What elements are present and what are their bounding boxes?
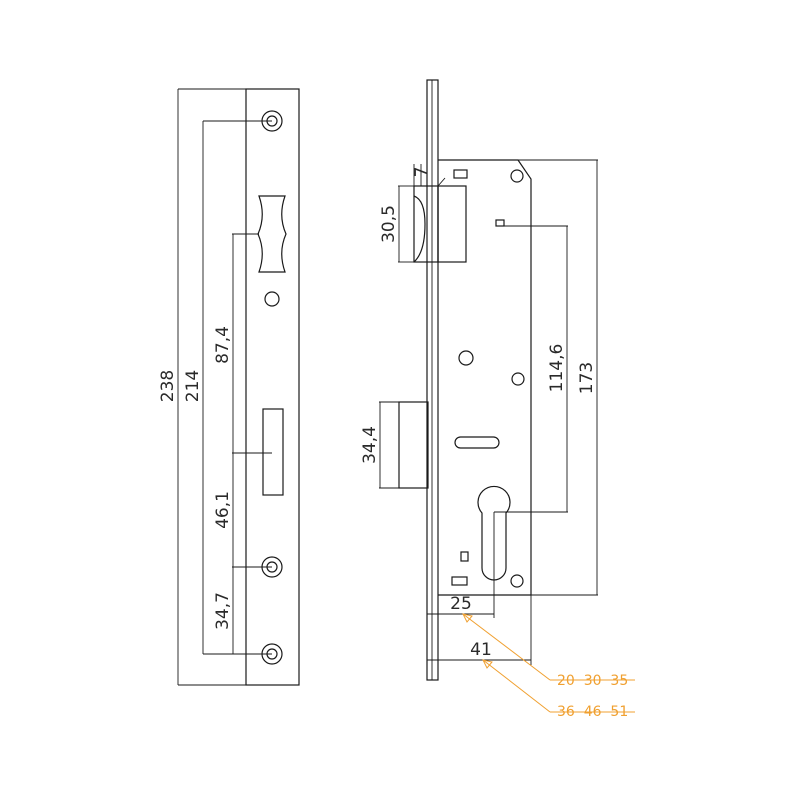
case-rivet-bottom <box>510 574 524 588</box>
dead-bolt <box>398 401 429 489</box>
faceplate-latch-opening <box>257 195 287 273</box>
leader-long-backset <box>482 659 551 713</box>
faceplate-small-hole <box>264 291 280 307</box>
dim-case-depth: 41 <box>470 640 492 660</box>
case-slot-bottom <box>451 576 468 586</box>
lock-body-side-view <box>398 79 532 681</box>
lock-case-outline <box>438 159 532 596</box>
dim-handle-to-cylinder: 114,6 <box>547 344 567 393</box>
latch-bolt <box>413 177 467 263</box>
case-rivet-middle <box>458 350 474 366</box>
faceplate-bolt-opening <box>262 408 284 496</box>
case-slot-lower <box>460 551 469 562</box>
leader-short-backset <box>462 613 551 681</box>
case-marker <box>495 219 505 227</box>
side-faceplate-strip <box>426 79 439 681</box>
case-rivet-top <box>510 169 524 183</box>
faceplate-front-view <box>245 88 300 686</box>
dim-backset: 25 <box>450 594 472 614</box>
backset-option-callouts: 20 30 35 36 46 51 <box>462 613 635 720</box>
case-slot-top <box>453 169 468 179</box>
dim-latch-projection: 7 <box>412 167 432 178</box>
dim-hole-to-hole: 34,7 <box>213 592 233 630</box>
case-oblong-slot <box>454 436 500 449</box>
case-rivet-small <box>511 372 525 386</box>
dim-faceplate-length: 238 <box>158 370 178 402</box>
dim-latch-height: 30,5 <box>379 205 399 243</box>
lock-body-dimensions: 7 30,5 34,4 114,6 173 25 41 <box>360 159 598 665</box>
backset-options-short: 20 30 35 <box>557 673 628 689</box>
backset-options-long: 36 46 51 <box>557 704 628 720</box>
dim-hole-spacing: 214 <box>183 370 203 402</box>
faceplate-dimensions: 238 214 87,4 46,1 34,7 <box>158 88 272 686</box>
faceplate-outline <box>245 88 300 686</box>
dim-case-height: 173 <box>577 362 597 394</box>
cylinder-cutout <box>477 485 511 581</box>
dim-bolt-to-hole: 46,1 <box>213 491 233 529</box>
dim-latch-to-bolt: 87,4 <box>213 326 233 364</box>
dim-bolt-height: 34,4 <box>360 426 380 464</box>
